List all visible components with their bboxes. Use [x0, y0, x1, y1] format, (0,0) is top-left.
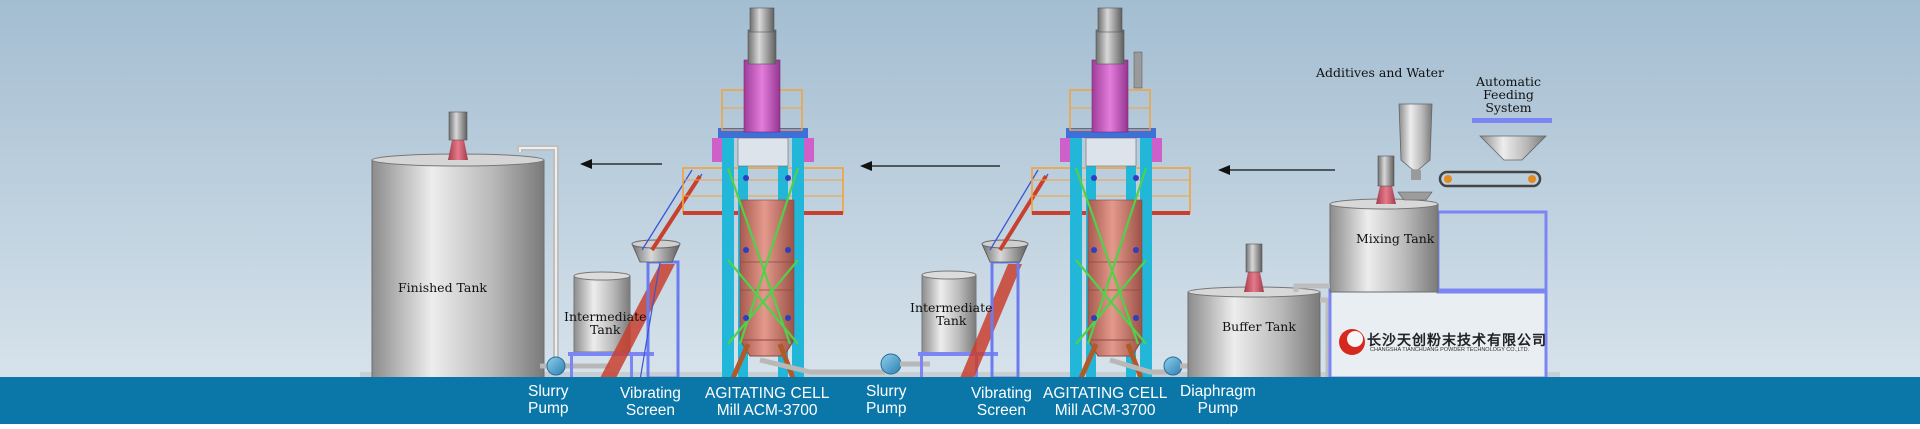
- caption-mill-1-line-2: Mill ACM-3700: [716, 402, 818, 419]
- caption-vibrating-screen-1-line-1: Vibrating: [620, 385, 681, 402]
- vibrating-screen-2: [960, 169, 1049, 380]
- intermediate-tank-2-label-line-2: Tank: [936, 313, 967, 328]
- intermediate-tank-1-label: Intermediate Tank: [564, 310, 647, 336]
- company-logo-icon: [1339, 329, 1365, 355]
- caption-vibrating-screen-2: Vibrating Screen: [971, 385, 1032, 419]
- caption-mill-2: AGITATING CELL Mill ACM-3700: [1043, 385, 1167, 419]
- automatic-feeding-label: Automatic Feeding System: [1476, 75, 1541, 114]
- caption-mill-2-line-2: Mill ACM-3700: [1054, 402, 1156, 419]
- buffer-tank: [1187, 243, 1331, 380]
- automatic-feeding-label-line-1: Automatic: [1476, 74, 1541, 89]
- automatic-feeding-label-line-3: System: [1485, 100, 1532, 115]
- caption-diaphragm-pump-line-1: Diaphragm: [1180, 383, 1256, 400]
- caption-vibrating-screen-2-line-2: Screen: [976, 402, 1027, 419]
- additives-hopper: [1397, 103, 1433, 201]
- finished-tank-agitator-icon: [448, 140, 468, 160]
- company-name-en: CHANGSHA TIANCHUANG POWDER TECHNOLOGY CO…: [1370, 347, 1530, 353]
- left-arrow-icon: [1218, 165, 1335, 175]
- caption-slurry-pump-1-line-2: Pump: [528, 400, 569, 417]
- intermediate-tank-1-label-line-1: Intermediate: [564, 309, 647, 324]
- caption-slurry-pump-1-line-1: Slurry: [528, 383, 569, 400]
- slurry-pump-1: [540, 356, 610, 376]
- left-arrow-icon: [860, 161, 1000, 171]
- conveyor-belt-icon: [1438, 170, 1542, 188]
- mixing-tank-agitator-icon: [1377, 155, 1395, 187]
- intermediate-tank-2-label-line-1: Intermediate: [910, 300, 993, 315]
- intermediate-tank-2: [918, 270, 998, 378]
- caption-slurry-pump-2-line-2: Pump: [866, 400, 907, 417]
- finished-tank: [371, 111, 559, 379]
- finished-tank-label: Finished Tank: [398, 280, 488, 295]
- company-name-cn: 长沙天创粉末技术有限公司: [1367, 333, 1547, 349]
- automatic-feeding-system: [1438, 118, 1552, 188]
- caption-slurry-pump-1: Slurry Pump: [528, 383, 569, 417]
- caption-vibrating-screen-1: Vibrating Screen: [620, 385, 681, 419]
- caption-bar: [0, 377, 1920, 424]
- left-arrow-icon: [580, 159, 662, 169]
- automatic-feeding-label-line-2: Feeding: [1483, 87, 1534, 102]
- mixing-tank-label: Mixing Tank: [1356, 231, 1435, 246]
- caption-diaphragm-pump-line-2: Pump: [1197, 400, 1239, 417]
- caption-slurry-pump-2: Slurry Pump: [866, 383, 907, 417]
- mill-2-motor-icon: [1097, 7, 1123, 33]
- caption-mill-1-line-1: AGITATING CELL: [705, 385, 830, 402]
- caption-mill-1: AGITATING CELL Mill ACM-3700: [705, 385, 829, 419]
- agitating-mill-1: [682, 7, 844, 380]
- buffer-tank-agitator-icon: [1245, 243, 1263, 273]
- intermediate-tank-2-label: Intermediate Tank: [910, 301, 993, 327]
- caption-vibrating-screen-2-line-1: Vibrating: [971, 385, 1032, 402]
- additives-water-label: Additives and Water: [1316, 65, 1444, 80]
- mixing-tank: [1293, 155, 1548, 380]
- buffer-tank-label: Buffer Tank: [1222, 319, 1296, 334]
- slurry-pump-2: [880, 353, 930, 375]
- caption-vibrating-screen-1-line-2: Screen: [625, 402, 676, 419]
- ground-line: [360, 372, 1560, 378]
- caption-slurry-pump-2-line-1: Slurry: [866, 383, 907, 400]
- intermediate-tank-1-label-line-2: Tank: [590, 322, 621, 337]
- agitating-mill-2: [1031, 7, 1191, 380]
- caption-mill-2-line-1: AGITATING CELL: [1043, 385, 1168, 402]
- caption-diaphragm-pump: Diaphragm Pump: [1180, 383, 1256, 417]
- mill-1-motor-icon: [749, 7, 775, 33]
